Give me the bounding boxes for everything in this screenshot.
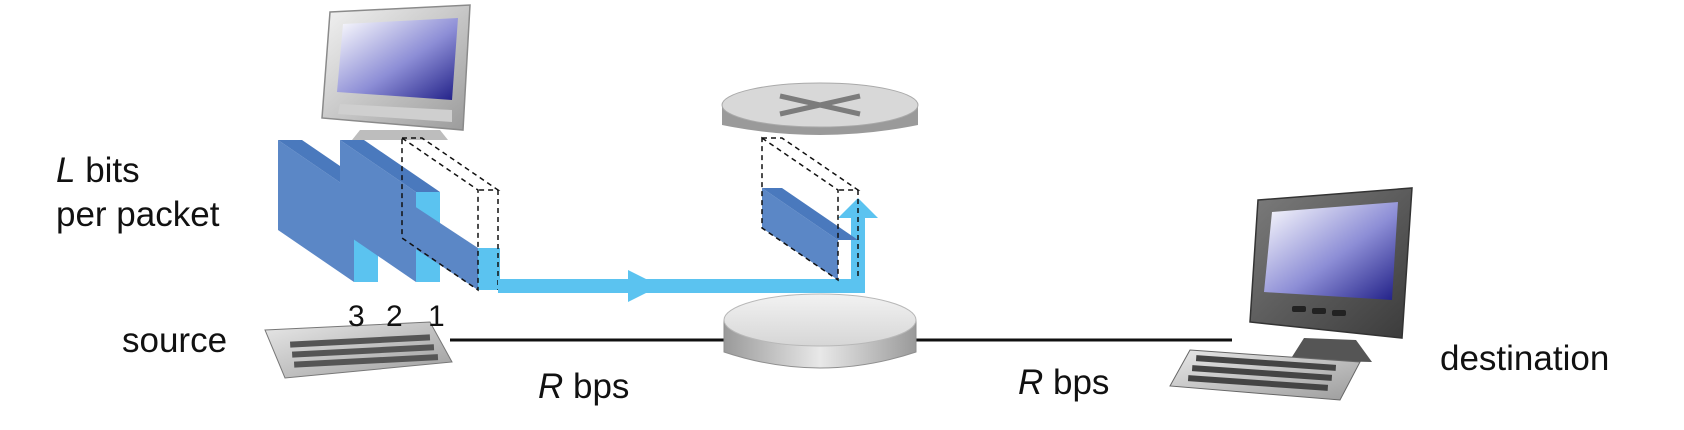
packet-number-1: 1 xyxy=(428,300,445,333)
link-rate-left: R bps xyxy=(538,369,629,404)
packet-size-variable: L xyxy=(56,151,76,190)
link-rate-right: R bps xyxy=(1018,365,1109,400)
router-buffered-packet xyxy=(761,136,861,282)
packet-number-3: 3 xyxy=(348,300,365,333)
link-rate-left-variable: R xyxy=(538,367,564,406)
source-packet-queue xyxy=(278,136,501,292)
destination-computer-icon xyxy=(1169,187,1413,401)
link-rate-left-unit: bps xyxy=(563,367,630,406)
packet-size-label: L bits xyxy=(56,153,140,188)
packet-size-unit: bits xyxy=(75,151,140,190)
router-disk-icon xyxy=(723,293,917,369)
source-label: source xyxy=(122,321,228,360)
link-rate-right-unit: bps xyxy=(1043,363,1110,402)
link-rate-right-variable: R xyxy=(1018,363,1044,402)
packet-number-2: 2 xyxy=(386,300,403,333)
destination-label: destination xyxy=(1440,339,1610,378)
packet-1 xyxy=(401,136,501,292)
packet-size-label-line2: per packet xyxy=(56,195,220,234)
router-icon xyxy=(721,82,919,135)
source-computer-icon xyxy=(264,4,471,379)
